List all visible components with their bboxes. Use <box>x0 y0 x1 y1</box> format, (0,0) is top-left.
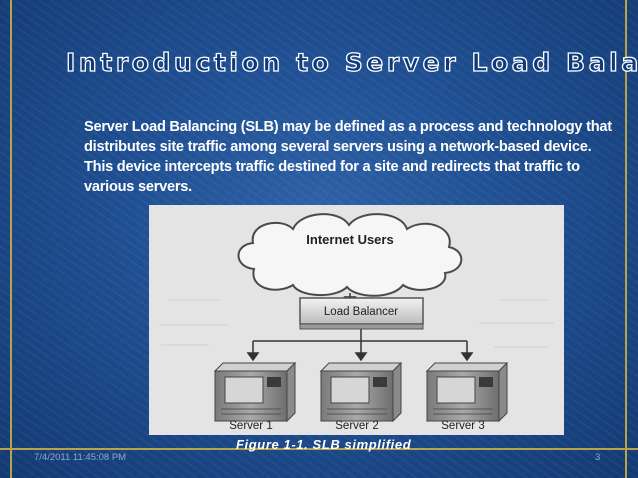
slide-title: Introduction to Server Load Balancing <box>65 47 638 77</box>
figure-caption: Figure 1-1. SLB simplified <box>236 437 412 452</box>
server-1-label: Server 1 <box>229 420 272 432</box>
distribution-lines <box>246 329 474 362</box>
server-2-icon <box>319 361 403 423</box>
slb-diagram: Internet Users Load Balancer <box>149 205 564 435</box>
cloud-label: Internet Users <box>306 232 393 247</box>
slb-diagram-graphic: Internet Users Load Balancer <box>159 213 554 432</box>
frame-line-bottom <box>0 448 638 450</box>
frame-line-left <box>10 0 12 478</box>
slide-number: 3 <box>595 452 601 463</box>
frame-line-right <box>625 0 627 478</box>
server-1-icon <box>213 361 297 423</box>
footer-date: 7/4/2011 11:45:08 PM <box>34 452 127 463</box>
scan-noise <box>159 299 554 348</box>
slide-body-text: Server Load Balancing (SLB) may be defin… <box>84 119 612 195</box>
cloud-icon <box>237 213 463 297</box>
load-balancer-label: Load Balancer <box>324 306 398 318</box>
load-balancer-box <box>299 297 424 325</box>
server-2-label: Server 2 <box>335 420 378 432</box>
server-3-label: Server 3 <box>441 420 484 432</box>
server-3-icon <box>425 361 509 423</box>
